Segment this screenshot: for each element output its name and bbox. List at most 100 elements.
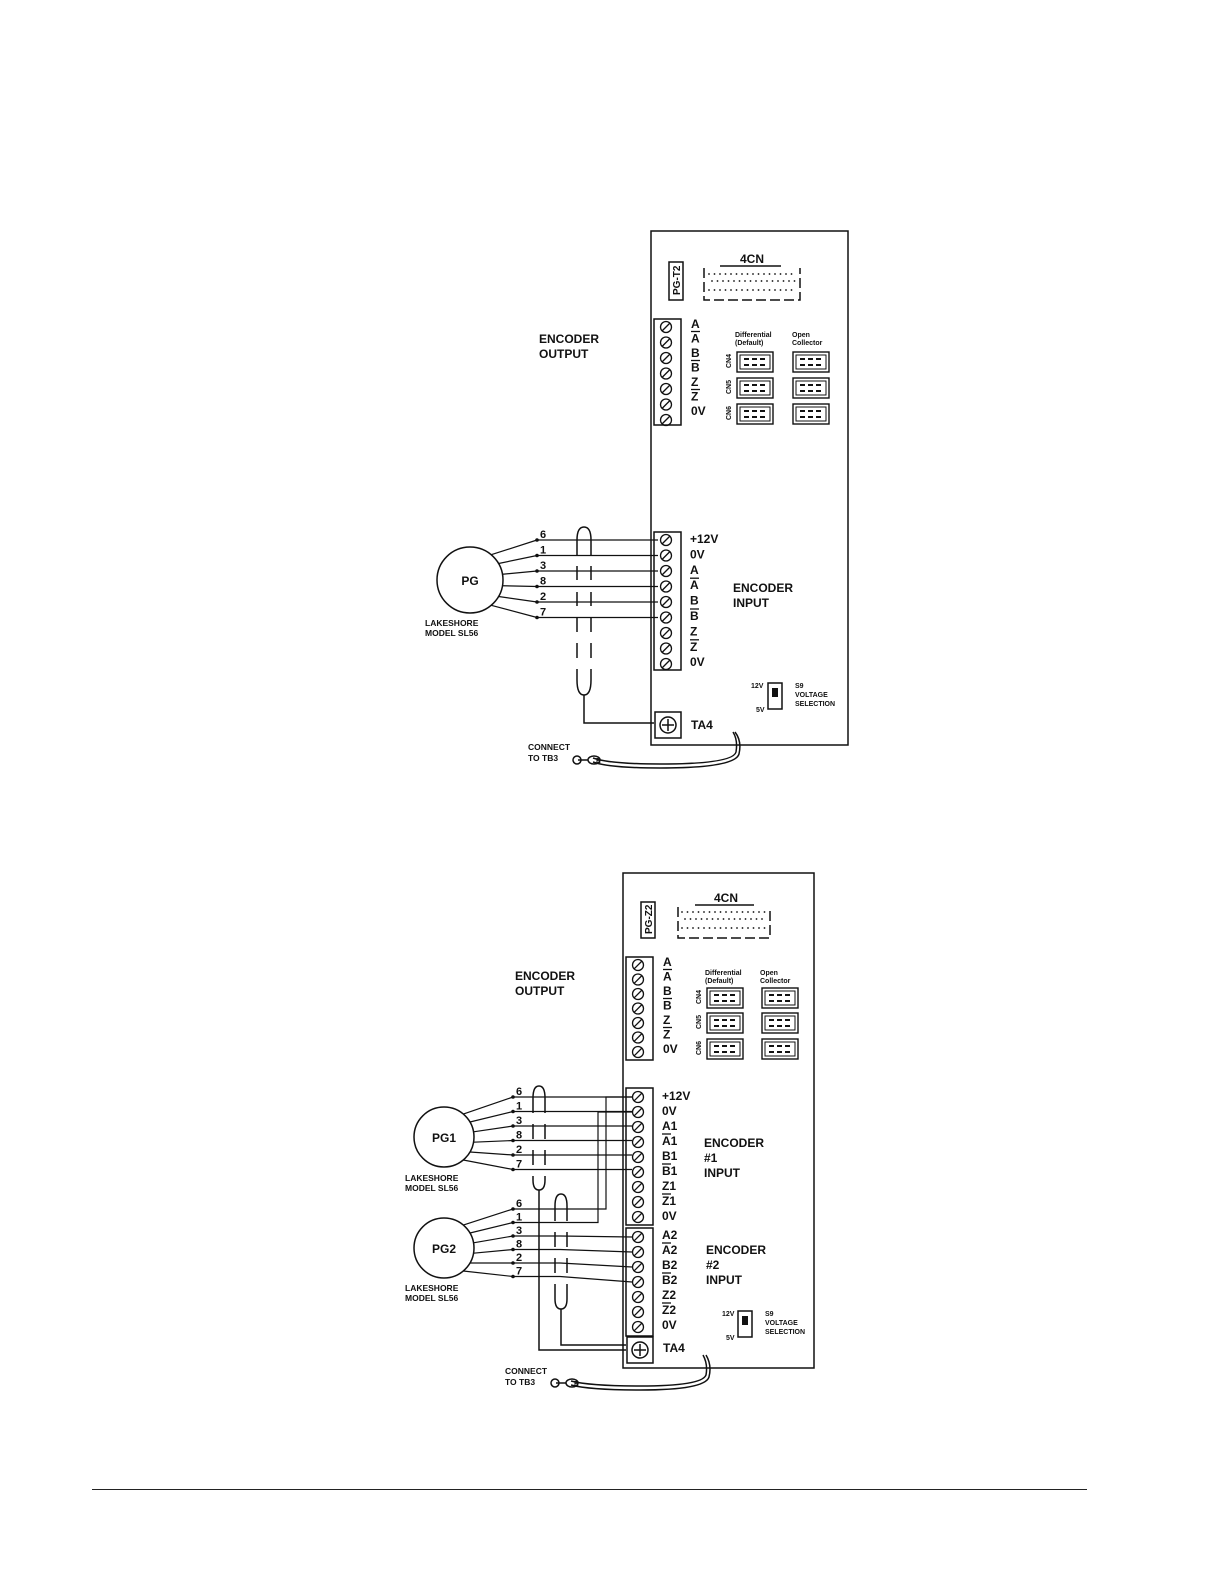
output2-terminal-label: Z (663, 1028, 670, 1042)
jumper-label: CN5 (726, 380, 733, 394)
connector-pin (695, 918, 697, 920)
terminal-screw (659, 382, 673, 396)
terminal-screw (631, 1135, 645, 1149)
board-outline-2 (622, 872, 815, 1369)
wire-lead (498, 554, 538, 565)
input1-terminal-label: Z1 (662, 1179, 676, 1193)
connector-pin (774, 289, 776, 291)
switch-caption-1: VOLTAGE (795, 692, 828, 699)
connector-pin (741, 289, 743, 291)
switch-5v-label-2: 5V (726, 1335, 735, 1342)
jumper-label: CN6 (726, 406, 733, 420)
connector-pin (717, 918, 719, 920)
switch-name-2: S9 (765, 1311, 774, 1318)
terminal-screw (631, 1105, 645, 1119)
pg2-encoder: PG2 (413, 1217, 475, 1279)
connector-pin (708, 273, 710, 275)
input1-terminal-label: A1 (662, 1119, 678, 1133)
jumper-heading-default: (Default) (735, 340, 763, 347)
pin-number: 1 (516, 1212, 522, 1224)
connector-pin (768, 273, 771, 275)
connector-pin (741, 911, 744, 913)
connector-pin (692, 911, 694, 913)
terminal-screw (631, 1210, 645, 1224)
connector-pin (750, 918, 752, 920)
connector-pin (763, 927, 766, 929)
jumper-block (736, 351, 774, 373)
encoder1-number: #1 (704, 1151, 718, 1165)
output-terminal-block (653, 318, 682, 427)
connector-pin (713, 289, 716, 291)
connector-pin (727, 280, 730, 282)
connector-pin (733, 280, 735, 282)
input1-terminal-label: 0V (662, 1104, 677, 1118)
terminal-screw (631, 1090, 645, 1104)
jumper-block (706, 987, 744, 1009)
pin-number: 1 (540, 545, 546, 557)
connector-pin (752, 273, 754, 275)
terminal-screw (659, 413, 673, 427)
ta4-label-2: TA4 (663, 1341, 685, 1355)
connector-pin (744, 918, 747, 920)
input-terminal-label: B (690, 594, 699, 608)
connector-pin (708, 927, 711, 929)
wire-lead (463, 1208, 514, 1226)
board-outline (650, 230, 849, 746)
terminal-screw (659, 595, 673, 609)
wire-lead (491, 539, 538, 556)
jumper-block (706, 1038, 744, 1060)
jumper-label: CN4 (696, 990, 703, 1004)
pg2-model-brand: LAKESHORE (405, 1283, 459, 1293)
lug-letter: E (596, 758, 601, 765)
jumper-block (792, 377, 830, 399)
jumper-block (706, 1012, 744, 1034)
terminal-screw (659, 626, 673, 640)
terminal-screw (631, 1016, 645, 1030)
connector-pin (747, 927, 749, 929)
connector-pin (752, 911, 755, 913)
switch-12v-label-2: 12V (722, 1311, 735, 1318)
pin-number: 3 (516, 1225, 522, 1237)
pin-number: 3 (516, 1115, 522, 1127)
connector-pin (730, 911, 733, 913)
connector-pin (722, 918, 725, 920)
input2-terminal-label: A2 (662, 1228, 678, 1242)
connector-pin (708, 289, 710, 291)
footer-rule (92, 1489, 1087, 1490)
connector-pin (779, 289, 782, 291)
connector-pin (746, 273, 749, 275)
connector-pin (706, 918, 708, 920)
pg1-model-number: MODEL SL56 (405, 1183, 458, 1193)
connector-pin (758, 911, 760, 913)
pin-number: 7 (516, 1266, 522, 1278)
terminal-screw (631, 1180, 645, 1194)
input1-terminal-label: B1 (662, 1164, 678, 1178)
output-terminal-label: 0V (691, 404, 706, 418)
output2-terminal-label: B (663, 984, 672, 998)
input2-terminal-label: 0V (662, 1318, 677, 1332)
connector-pin (714, 911, 716, 913)
switch-s9: 12V 5V S9 VOLTAGE SELECTION (751, 682, 835, 714)
connector-pin (768, 289, 771, 291)
wire-lead (463, 1270, 514, 1278)
terminal-screw (631, 1230, 645, 1244)
connector-pin (719, 289, 721, 291)
board-label-text: PG-T2 (672, 265, 683, 295)
terminal-screw (659, 611, 673, 624)
wire-lead (502, 585, 538, 588)
input1-terminal-label: Z1 (662, 1194, 676, 1208)
connector-pin (730, 927, 733, 929)
encoder1-input: INPUT (704, 1166, 741, 1180)
connector-pin (771, 280, 774, 282)
connector-pin (749, 280, 752, 282)
jumper-heading-collector-2: Collector (760, 978, 791, 985)
terminal-screw (631, 1260, 645, 1274)
output2-terminal-label: B (663, 999, 672, 1013)
wire-lead (469, 1110, 514, 1123)
connector-pin (719, 911, 722, 913)
connector-4cn: 4CN (703, 252, 801, 301)
encoder-input-title: ENCODER (733, 581, 793, 595)
